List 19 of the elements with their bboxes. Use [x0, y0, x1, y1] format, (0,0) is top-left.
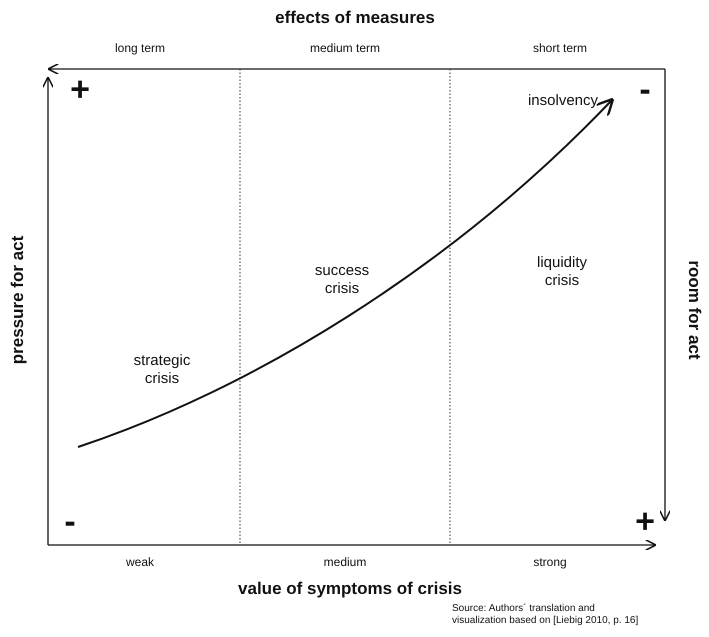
phase-label: liquidity crisis: [536, 254, 588, 290]
axis-title: room for act: [684, 260, 704, 360]
minus-sign: -: [64, 508, 76, 536]
axis-tick-label: strong: [533, 554, 567, 570]
phase-label: success crisis: [314, 262, 370, 298]
phase-label: strategic crisis: [132, 352, 192, 388]
plus-sign: +: [70, 76, 90, 104]
axis-tick-label: medium: [324, 554, 366, 570]
source-note: Source: Authors´ translation and visualization based on [Liebig 2010, p. 16]: [452, 603, 640, 627]
axis-tick-label: short term: [533, 40, 587, 56]
axis-title: value of symptoms of crisis: [238, 578, 462, 600]
axis-tick-label: weak: [126, 554, 154, 570]
chart-title: effects of measures: [275, 8, 435, 28]
axis-title: pressure for act: [8, 236, 28, 364]
minus-sign: -: [639, 76, 651, 104]
phase-label: insolvency: [528, 92, 598, 110]
axis-tick-label: long term: [114, 40, 166, 56]
plus-sign: +: [635, 508, 655, 536]
axis-tick-label: medium term: [310, 40, 380, 56]
